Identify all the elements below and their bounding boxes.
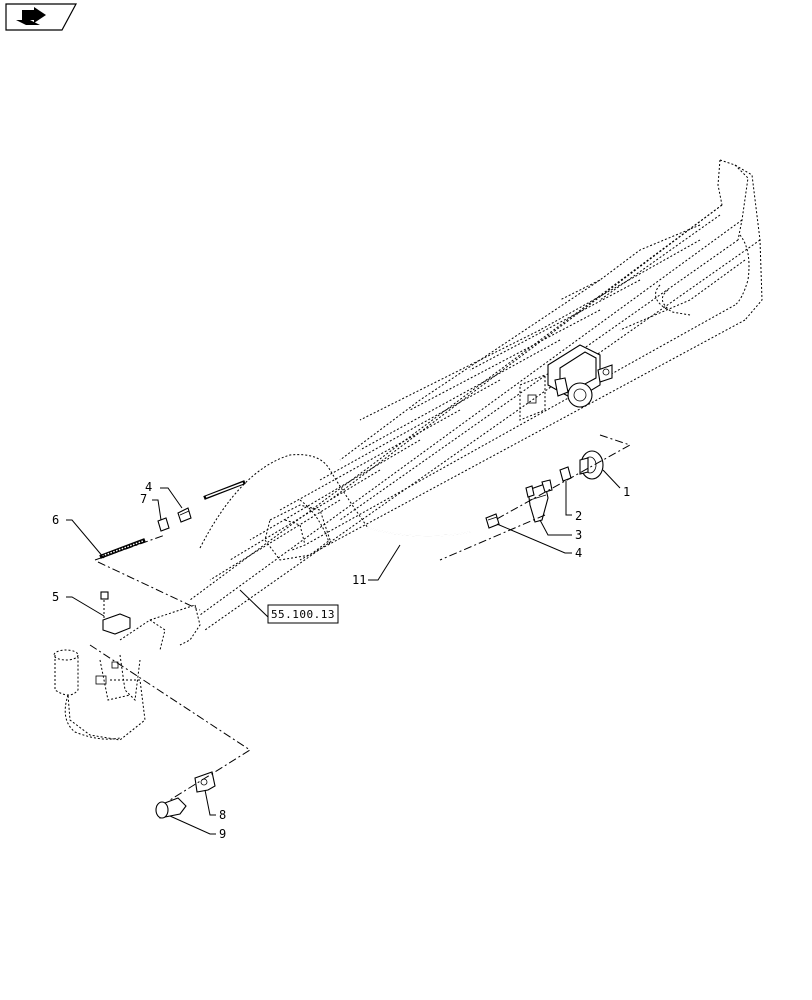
alignment-lines xyxy=(89,434,632,801)
callout-5: 5 xyxy=(52,590,59,604)
callout-3: 3 xyxy=(575,528,582,542)
nozzle-holder xyxy=(194,771,216,793)
hose-pipe xyxy=(203,480,246,500)
reference-label: 55.100.13 xyxy=(271,608,335,621)
valve-assembly xyxy=(519,344,613,421)
reference-box[interactable]: 55.100.13 xyxy=(267,604,339,624)
callout-6: 6 xyxy=(52,513,59,527)
callout-11: 11 xyxy=(352,573,366,587)
nozzle-cap xyxy=(155,797,187,819)
callout-9: 9 xyxy=(219,827,226,841)
end-cap xyxy=(579,450,604,480)
callout-7: 7 xyxy=(140,492,147,506)
nav-tab[interactable] xyxy=(5,3,78,31)
threaded-rod xyxy=(99,538,146,559)
callout-1: 1 xyxy=(623,485,630,499)
bracket xyxy=(100,591,131,635)
callouts: 1 2 3 4 4 5 6 7 8 9 11 xyxy=(52,480,630,841)
fitting-left xyxy=(177,507,192,523)
arrow-tab-icon xyxy=(16,7,46,25)
hose xyxy=(199,454,471,549)
boom-frame xyxy=(53,159,763,741)
coupling xyxy=(157,517,170,532)
callout-8: 8 xyxy=(219,808,226,822)
callout-4: 4 xyxy=(145,480,152,494)
callout-2: 2 xyxy=(575,509,582,523)
leader-lines xyxy=(66,469,621,835)
fitting-right xyxy=(485,513,500,529)
nozzle-body xyxy=(525,479,553,523)
callout-4: 4 xyxy=(575,546,582,560)
